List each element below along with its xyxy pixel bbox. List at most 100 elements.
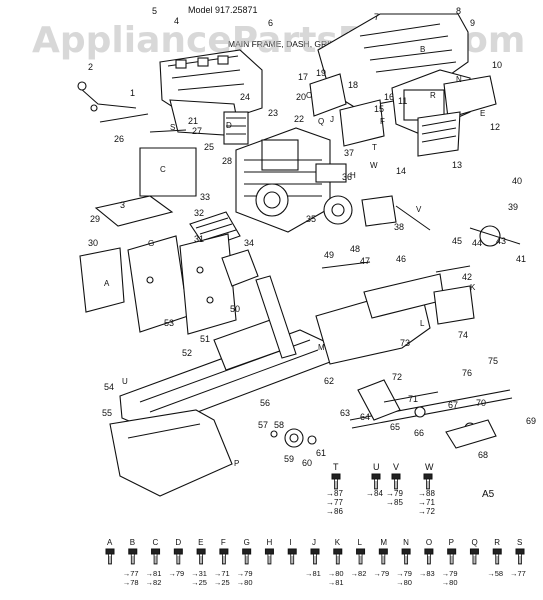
callout-32: 32	[194, 208, 204, 218]
callout-4: 4	[174, 16, 179, 26]
callout-8: 8	[456, 6, 461, 16]
callout-53: 53	[164, 318, 174, 328]
part-letter-G: G	[148, 239, 154, 248]
legend-note: →77	[510, 569, 526, 578]
callout-23: 23	[268, 108, 278, 118]
callout-34: 34	[244, 238, 254, 248]
legend-letter-I: I	[289, 538, 291, 547]
callout-7: 7	[374, 12, 379, 22]
callout-73: 73	[400, 338, 410, 348]
legend-note: →87	[326, 489, 343, 498]
bolt-icon-A	[105, 548, 115, 565]
part-drawings	[77, 13, 521, 497]
legend-letter-M: M	[380, 538, 387, 547]
legend-letter-R: R	[494, 538, 500, 547]
part-letter-C: C	[160, 165, 166, 174]
callout-43: 43	[496, 236, 506, 246]
part-letter-R: R	[430, 91, 436, 100]
bolt-icon-T	[331, 473, 341, 490]
callout-13: 13	[452, 160, 462, 170]
legend-note: →72	[418, 507, 435, 516]
legend-letter-A: A	[107, 538, 113, 547]
legend-letter-D: D	[175, 538, 181, 547]
bolt-icon-K	[333, 548, 343, 565]
callout-59: 59	[284, 454, 294, 464]
callout-10: 10	[492, 60, 502, 70]
legend-letter-W: W	[425, 462, 434, 472]
callout-1: 1	[130, 88, 135, 98]
section-title: MAIN FRAME, DASH, GRILL	[228, 39, 339, 49]
part-letter-D: D	[226, 121, 232, 130]
legend-letter-F: F	[221, 538, 226, 547]
legend-letter-J: J	[312, 538, 316, 547]
callout-41: 41	[516, 254, 526, 264]
legend-note: →58	[487, 569, 503, 578]
bolt-icon-Q	[469, 548, 479, 565]
bolt-icon-W	[423, 473, 433, 490]
bolt-icon-E	[196, 548, 206, 565]
callout-47: 47	[360, 256, 370, 266]
part-letter-B: B	[420, 45, 425, 54]
callout-56: 56	[260, 398, 270, 408]
bolt-icon-H	[264, 548, 274, 565]
bolt-icon-D	[173, 548, 183, 565]
callout-24: 24	[240, 92, 250, 102]
callout-64: 64	[360, 412, 370, 422]
callout-38: 38	[394, 222, 404, 232]
callout-35: 35	[306, 214, 316, 224]
part-letter-E: E	[480, 109, 485, 118]
legend-note: →81	[328, 578, 344, 587]
legend-note: →79	[373, 569, 389, 578]
legend-note: →25	[191, 578, 207, 587]
callout-57: 57	[258, 420, 268, 430]
bolt-icon-R	[492, 548, 502, 565]
callout-15: 15	[374, 104, 384, 114]
legend-note: →71	[418, 498, 435, 507]
callout-65: 65	[390, 422, 400, 432]
callout-17: 17	[298, 72, 308, 82]
legend-note: →82	[146, 578, 162, 587]
callout-45: 45	[452, 236, 462, 246]
callout-21: 21	[188, 116, 198, 126]
legend-note: →79	[168, 569, 184, 578]
model-number: Model 917.25871	[188, 5, 258, 15]
legend-letter-E: E	[198, 538, 203, 547]
callout-31: 31	[194, 234, 204, 244]
callout-33: 33	[200, 192, 210, 202]
legend-letter-C: C	[153, 538, 159, 547]
bolt-icon-U	[371, 473, 381, 490]
legend-note: →77	[123, 569, 139, 578]
part-letter-F: F	[380, 117, 385, 126]
callout-52: 52	[182, 348, 192, 358]
legend-letter-Q: Q	[471, 538, 477, 547]
callout-19: 19	[316, 68, 326, 78]
bolt-icon-V	[391, 473, 401, 490]
legend-letter-P: P	[449, 538, 454, 547]
legend-note: →79	[386, 489, 403, 498]
part-letter-T: T	[372, 143, 377, 152]
bolt-icon-O	[424, 548, 434, 565]
callout-76: 76	[462, 368, 472, 378]
legend-note: →79	[396, 569, 412, 578]
legend-note: →78	[123, 578, 139, 587]
legend-letter-B: B	[130, 538, 135, 547]
callout-12: 12	[490, 122, 500, 132]
callout-22: 22	[294, 114, 304, 124]
bolt-icon-I	[287, 548, 297, 565]
part-letter-K: K	[470, 283, 476, 292]
legend-note: →71	[214, 569, 230, 578]
callout-39: 39	[508, 202, 518, 212]
callout-49: 49	[324, 250, 334, 260]
callout-20: 20	[296, 92, 306, 102]
legend-note: →81	[305, 569, 321, 578]
part-letter-W: W	[370, 161, 378, 170]
legend-letter-U: U	[373, 462, 380, 472]
legend-note: →82	[351, 569, 367, 578]
callout-62: 62	[324, 376, 334, 386]
callout-27: 27	[192, 126, 202, 136]
part-letter-S: S	[170, 123, 175, 132]
callout-44: 44	[472, 238, 482, 248]
